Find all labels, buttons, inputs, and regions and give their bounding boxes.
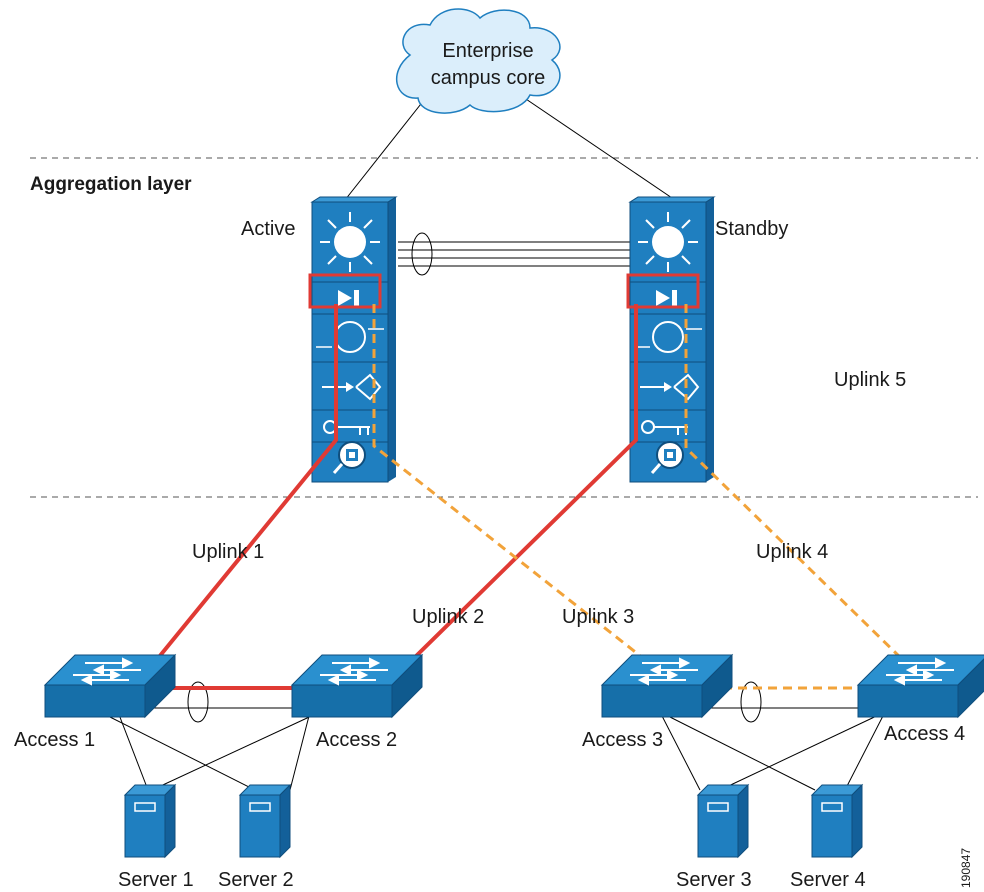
access-3-label: Access 3	[582, 729, 663, 751]
server-3-icon	[697, 784, 749, 858]
server-4-icon	[811, 784, 863, 858]
uplink-1-label: Uplink 1	[192, 541, 264, 563]
server-2-label: Server 2	[218, 869, 294, 891]
active-aggregation-switch-icon	[310, 195, 398, 484]
uplink-4-label: Uplink 4	[756, 541, 828, 563]
active-service-module-highlight	[308, 273, 382, 309]
standby-service-module-highlight	[626, 273, 700, 309]
access-2-label: Access 2	[316, 729, 397, 751]
server-2-icon	[239, 784, 291, 858]
access-thin-links	[99, 681, 886, 791]
uplink-5-label: Uplink 5	[834, 369, 906, 391]
standby-path-links	[372, 304, 907, 690]
access-4-switch-icon	[857, 654, 984, 718]
active-label: Active	[241, 218, 295, 240]
server-1-icon	[124, 784, 176, 858]
uplink-2-label: Uplink 2	[412, 606, 484, 628]
cloud-icon	[395, 8, 561, 114]
uplink-3-label: Uplink 3	[562, 606, 634, 628]
server-1-label: Server 1	[118, 869, 194, 891]
access-2-switch-icon	[291, 654, 423, 718]
core-link-active	[344, 94, 429, 201]
inter-chassis-link-bundle	[398, 232, 630, 276]
active-path-links	[148, 304, 638, 690]
access-4-label: Access 4	[884, 723, 965, 745]
figure-id: 190847	[959, 848, 973, 888]
server-3-label: Server 3	[676, 869, 752, 891]
core-link-standby	[519, 94, 676, 201]
cloud-label-line2: campus core	[431, 67, 546, 89]
cloud-label-line1: Enterprise	[442, 40, 533, 62]
aggregation-layer-label: Aggregation layer	[30, 174, 192, 195]
standby-aggregation-switch-icon	[628, 195, 716, 484]
server-4-label: Server 4	[790, 869, 866, 891]
access-1-label: Access 1	[14, 729, 95, 751]
standby-label: Standby	[715, 218, 788, 240]
